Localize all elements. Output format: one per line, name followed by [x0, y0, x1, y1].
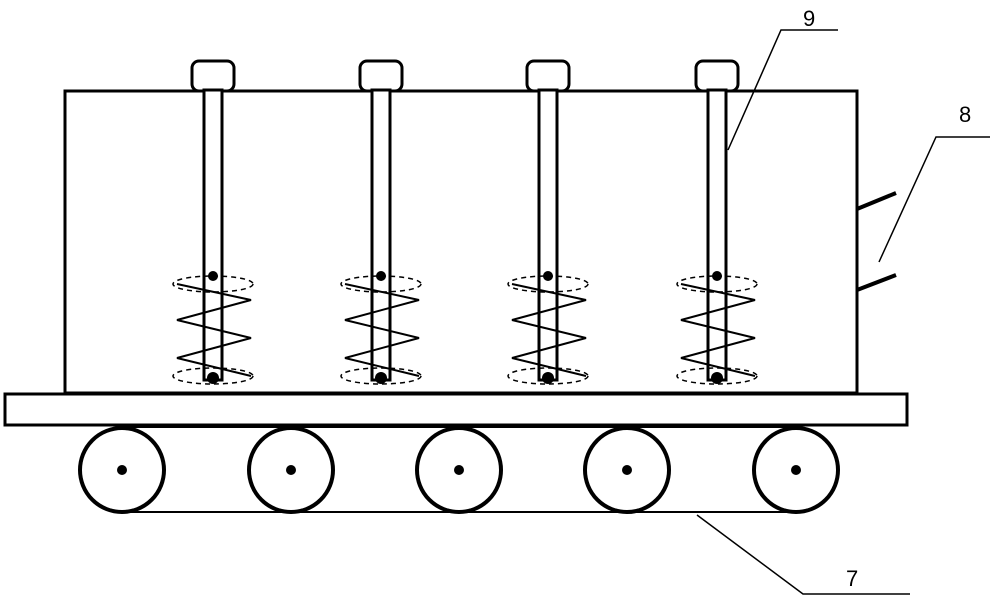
leader-lines [696, 29, 990, 595]
wheel-1 [78, 426, 166, 514]
wheel-4 [583, 426, 671, 514]
platform-plank [3, 392, 909, 427]
callout-label-9: 9 [803, 6, 815, 31]
wheel-5 [752, 426, 840, 514]
callout-label-7: 7 [846, 566, 858, 591]
wheel-3 [415, 426, 503, 514]
container-box [63, 89, 859, 395]
callout-label-8: 8 [959, 102, 971, 127]
wheel-2 [247, 426, 335, 514]
side-plates [856, 191, 897, 292]
